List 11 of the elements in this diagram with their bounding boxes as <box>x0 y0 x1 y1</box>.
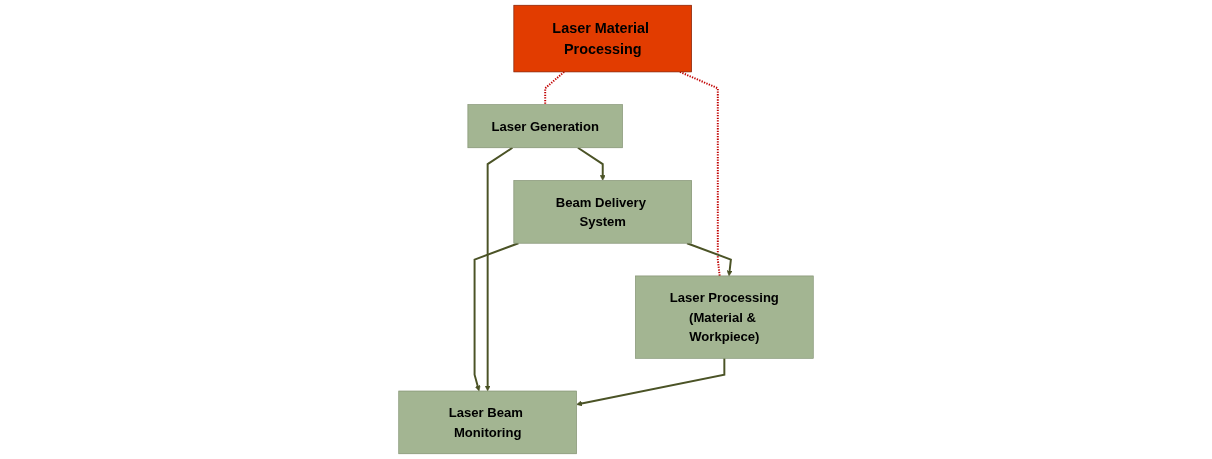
node-box: Laser Processing (Material & Workpiece) <box>635 275 814 359</box>
node-box: Laser Generation <box>467 104 623 149</box>
node-box: Laser Beam Monitoring <box>398 390 577 455</box>
arrow <box>576 357 726 407</box>
arrow <box>576 146 606 181</box>
arrow <box>686 242 733 277</box>
node-box: Laser Material Processing <box>513 4 692 73</box>
arrow <box>484 146 514 392</box>
node-box: Beam Delivery System <box>513 180 692 244</box>
arrow <box>473 242 520 392</box>
connector <box>544 70 566 106</box>
